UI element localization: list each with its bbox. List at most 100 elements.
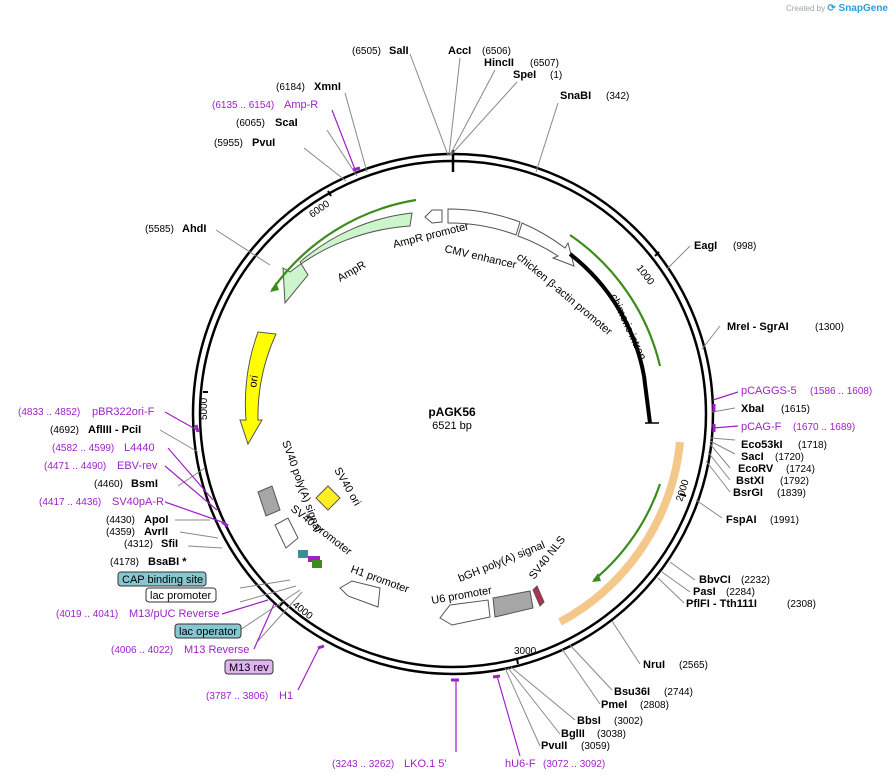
primer-labels: (6135 .. 6154) Amp-R pCAGGS-5 (1586 .. 1… bbox=[18, 99, 872, 770]
site-bsu36i[interactable]: Bsu36I bbox=[614, 686, 650, 698]
primer-pos: (4471 .. 4490) bbox=[44, 461, 106, 472]
site-xbai[interactable]: XbaI bbox=[741, 403, 764, 415]
primer-hu6-f[interactable]: hU6-F bbox=[505, 758, 536, 770]
site-ahdi[interactable]: AhdI bbox=[182, 223, 206, 235]
site-bbvci[interactable]: BbvCI bbox=[699, 574, 731, 586]
primer-m13-puc-reverse[interactable]: M13/pUC Reverse bbox=[129, 608, 219, 620]
site-pos: (1724) bbox=[786, 464, 815, 475]
plasmid-name: pAGK56 bbox=[428, 405, 476, 419]
site-pos: (4312) bbox=[124, 539, 153, 550]
site-snabi[interactable]: SnaBI bbox=[560, 90, 591, 102]
site-bsabi[interactable]: BsaBI * bbox=[148, 556, 187, 568]
site-pos: (3059) bbox=[581, 741, 610, 752]
label-sv40-nls: SV40 NLS bbox=[527, 534, 568, 582]
ampr-feature bbox=[282, 212, 413, 305]
lac-operator-label[interactable]: lac operator bbox=[179, 626, 237, 638]
tick-5000: 5000 bbox=[199, 397, 210, 420]
features bbox=[239, 198, 684, 626]
primer-amp-r[interactable]: Amp-R bbox=[284, 99, 318, 111]
site-nrui[interactable]: NruI bbox=[643, 659, 665, 671]
plasmid-length: 6521 bp bbox=[432, 420, 472, 432]
primer-lko1[interactable]: LKO.1 5' bbox=[404, 758, 446, 770]
u6-promoter-feature bbox=[439, 599, 491, 626]
tick-2000: 2000 bbox=[674, 478, 691, 503]
primer-leader-lines bbox=[164, 109, 739, 757]
primer-m13-reverse[interactable]: M13 Reverse bbox=[184, 644, 249, 656]
ori-feature bbox=[239, 331, 277, 446]
label-ampr: AmpR bbox=[336, 259, 369, 285]
site-bsrgi[interactable]: BsrGI bbox=[733, 487, 763, 499]
site-bstxi[interactable]: BstXI bbox=[736, 475, 764, 487]
primer-pos: (4582 .. 4599) bbox=[52, 443, 114, 454]
primer-pos: (1670 .. 1689) bbox=[793, 422, 855, 433]
site-bglii[interactable]: BglII bbox=[561, 728, 585, 740]
label-chicken: chicken β-actin promoter bbox=[514, 251, 614, 338]
primer-sv40pa-r[interactable]: SV40pA-R bbox=[112, 496, 164, 508]
sv40-polya-feature bbox=[257, 485, 281, 517]
site-pflfi[interactable]: PflFI - Tth111I bbox=[686, 598, 757, 610]
site-pos: (6505) bbox=[352, 46, 381, 57]
backbone bbox=[191, 150, 715, 676]
primer-pcag-f[interactable]: pCAG-F bbox=[741, 421, 782, 433]
m13-rev-label[interactable]: M13 rev bbox=[229, 662, 269, 674]
primer-ebv-rev[interactable]: EBV-rev bbox=[117, 460, 158, 472]
site-pasi[interactable]: PasI bbox=[693, 586, 716, 598]
snapgene-attribution: Created by ⟳ SnapGene bbox=[786, 3, 888, 14]
site-sfii[interactable]: SfiI bbox=[161, 538, 178, 550]
sv40-promoter-feature bbox=[274, 517, 299, 549]
site-pos: (5955) bbox=[214, 138, 243, 149]
primer-l4440[interactable]: L4440 bbox=[124, 442, 155, 454]
site-pmei[interactable]: PmeI bbox=[601, 699, 627, 711]
tick-6000: 6000 bbox=[307, 198, 332, 220]
site-acci[interactable]: AccI bbox=[448, 45, 471, 57]
site-pos: (342) bbox=[606, 91, 629, 102]
site-avrii[interactable]: AvrII bbox=[144, 526, 168, 538]
lac-promoter-label[interactable]: lac promoter bbox=[150, 590, 211, 602]
site-pos: (2284) bbox=[726, 587, 755, 598]
site-pvui[interactable]: PvuI bbox=[252, 137, 275, 149]
label-ori: ori bbox=[247, 374, 261, 388]
site-eagi[interactable]: EagI bbox=[694, 240, 717, 252]
site-hincii[interactable]: HincII bbox=[484, 57, 514, 69]
site-bsmi[interactable]: BsmI bbox=[131, 478, 158, 490]
site-scai[interactable]: ScaI bbox=[275, 117, 298, 129]
cap-site-mark bbox=[298, 550, 308, 558]
site-fspai[interactable]: FspAI bbox=[726, 514, 757, 526]
primer-pos: (3072 .. 3092) bbox=[543, 759, 605, 770]
tick-1000: 1000 bbox=[634, 263, 657, 288]
label-sv40-promoter: SV40 promoter bbox=[288, 503, 354, 558]
primer-pcaggs-5[interactable]: pCAGGS-5 bbox=[741, 385, 797, 397]
ampr-promoter-feature bbox=[424, 209, 443, 224]
primer-pos: (4833 .. 4852) bbox=[18, 407, 80, 418]
site-xmni[interactable]: XmnI bbox=[314, 81, 341, 93]
site-ecorv[interactable]: EcoRV bbox=[738, 463, 774, 475]
primer-h1[interactable]: H1 bbox=[279, 690, 293, 702]
site-pos: (6506) bbox=[482, 46, 511, 57]
site-pos: (6507) bbox=[530, 58, 559, 69]
site-pos: (1792) bbox=[780, 476, 809, 487]
site-saci[interactable]: SacI bbox=[741, 451, 764, 463]
site-bbsi[interactable]: BbsI bbox=[577, 715, 601, 727]
attribution-brand: SnapGene bbox=[838, 3, 888, 14]
site-spei[interactable]: SpeI bbox=[513, 69, 536, 81]
site-apoi[interactable]: ApoI bbox=[144, 514, 168, 526]
site-pos: (2308) bbox=[787, 599, 816, 610]
site-eco53ki[interactable]: Eco53kI bbox=[741, 439, 783, 451]
site-pos: (6184) bbox=[276, 82, 305, 93]
primer-pos: (1586 .. 1608) bbox=[810, 386, 872, 397]
cap-binding-site-label[interactable]: CAP binding site bbox=[122, 574, 203, 586]
site-pos: (1) bbox=[550, 70, 562, 81]
site-pos: (1615) bbox=[781, 404, 810, 415]
site-pos: (2808) bbox=[640, 700, 669, 711]
site-mrei[interactable]: MreI - SgrAI bbox=[727, 321, 789, 333]
site-pos: (2744) bbox=[664, 687, 693, 698]
site-labels: (6505) SalI AccI (6506) HincII (6507) Sp… bbox=[50, 45, 844, 752]
site-afliii[interactable]: AflIII - PciI bbox=[88, 424, 141, 436]
site-pos: (4430) bbox=[106, 515, 135, 526]
primer-pos: (3243 .. 3262) bbox=[332, 759, 394, 770]
site-sali[interactable]: SalI bbox=[389, 45, 409, 57]
primer-pbr322ori-f[interactable]: pBR322ori-F bbox=[92, 406, 155, 418]
site-pvuii[interactable]: PvuII bbox=[541, 740, 567, 752]
sv40-nls-feature bbox=[532, 585, 545, 607]
site-leader-lines bbox=[159, 53, 736, 747]
